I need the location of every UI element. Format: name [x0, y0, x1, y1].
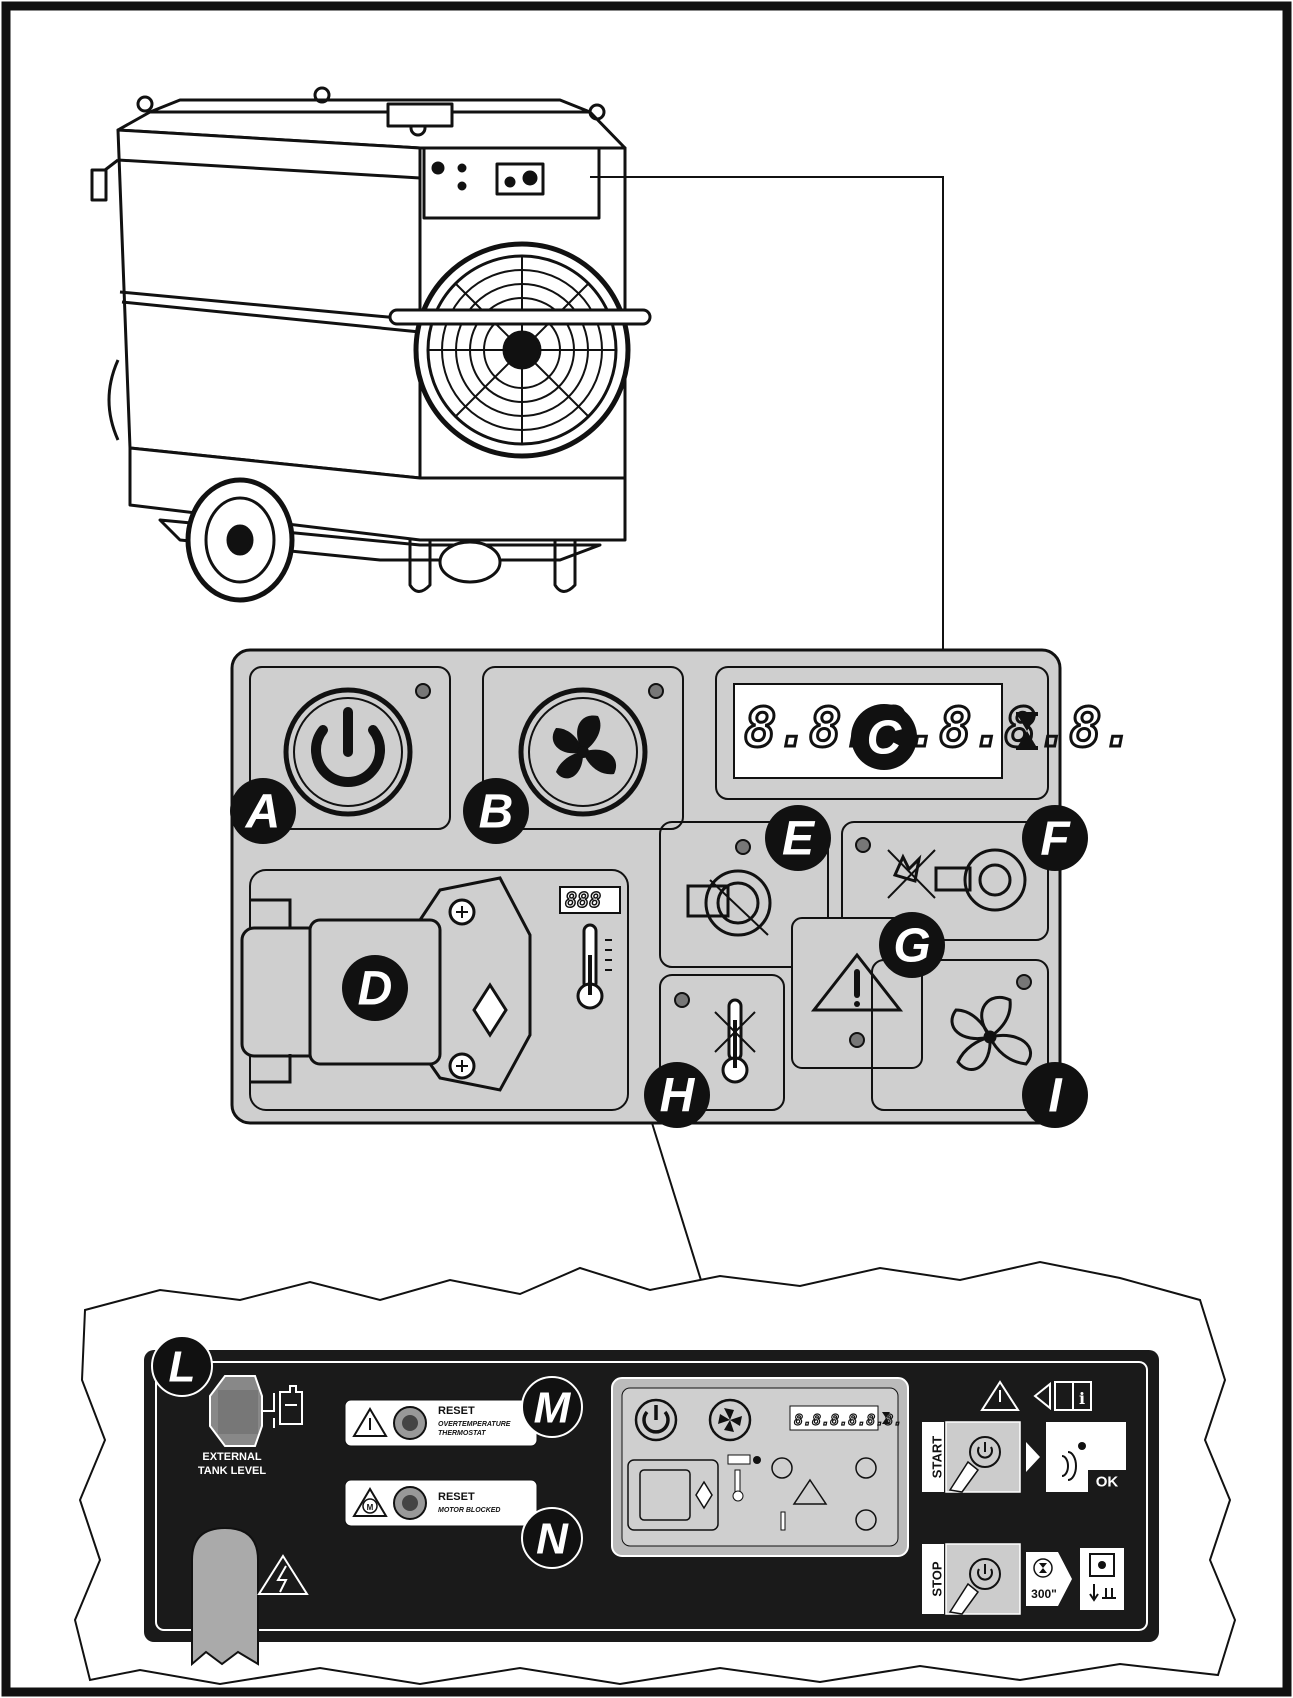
svg-text:i: i [1079, 1389, 1085, 1408]
svg-text:E: E [782, 813, 816, 866]
fan-fault-led [1016, 974, 1032, 990]
svg-text:STOP: STOP [930, 1561, 945, 1596]
power-button[interactable] [283, 687, 413, 817]
alarm-led [849, 1032, 865, 1048]
svg-text:M: M [534, 1384, 572, 1433]
callout-i: I [1022, 1062, 1088, 1128]
fan-icon [552, 715, 617, 779]
flame-fault-icon [887, 848, 1027, 912]
overheat-led [674, 992, 690, 1008]
fan-led [648, 683, 664, 699]
fan-fault-icon [950, 995, 1033, 1072]
callout-m: M [521, 1376, 583, 1438]
overheat-thermometer-icon [714, 998, 756, 1084]
mini-control-panel: 8.8.8.8.8.8. [611, 1377, 909, 1557]
tank-level-line1: EXTERNAL [202, 1451, 262, 1463]
power-led [415, 683, 431, 699]
svg-text:THERMOSTAT: THERMOSTAT [438, 1430, 486, 1437]
callout-n: N [521, 1507, 583, 1569]
svg-text:RESET: RESET [438, 1491, 475, 1503]
rear-panel-area: EXTERNAL TANK LEVEL RESET OVERTEMPERATUR… [73, 1260, 1237, 1686]
thermo-digits: 888 [565, 888, 601, 912]
svg-text:H: H [660, 1070, 696, 1123]
reset-motor-button[interactable] [393, 1486, 427, 1520]
burner-blower-icon [686, 869, 772, 937]
mini-display-digits: 8.8.8.8.8.8. [794, 1411, 902, 1429]
flame-fault-led [855, 837, 871, 853]
tank-level-line2: TANK LEVEL [198, 1465, 267, 1477]
svg-text:N: N [536, 1515, 569, 1564]
hourglass-icon [1016, 712, 1038, 750]
thermometer-icon [576, 923, 612, 1010]
burner-fault-led [735, 839, 751, 855]
reset-motor-plate: M RESET MOTOR BLOCKED [344, 1479, 538, 1527]
callout-l: L [151, 1335, 213, 1397]
svg-text:L: L [169, 1343, 196, 1392]
timer-label: 300" [1031, 1587, 1057, 1601]
svg-text:RESET: RESET [438, 1405, 475, 1417]
callout-h: H [644, 1062, 710, 1128]
callout-b: B [463, 778, 529, 844]
ok-label: OK [1096, 1474, 1119, 1491]
callout-e: E [765, 805, 831, 871]
fan-fault-cell [871, 959, 1049, 1111]
tank-level-connector[interactable] [209, 1375, 263, 1447]
svg-text:A: A [245, 786, 281, 839]
reset-overtemp-button[interactable] [393, 1406, 427, 1440]
warning-thermo-icon [352, 1407, 388, 1437]
heater-illustration [90, 86, 652, 603]
control-panel: 8.8.8.8.8.8. 888 [230, 648, 1136, 1125]
svg-text:B: B [479, 786, 514, 839]
svg-text:I: I [1048, 1070, 1063, 1123]
warning-motor-icon [352, 1487, 388, 1517]
callout-f: F [1022, 805, 1088, 871]
display-cell [715, 666, 1049, 800]
stop-instruction: STOP 300" [922, 1543, 1124, 1615]
warning-icon [810, 952, 904, 1012]
flame-fault-cell [841, 821, 1049, 941]
callout-d: D [342, 955, 408, 1021]
overheat-cell [659, 974, 785, 1111]
reset-overtemp-plate: RESET OVERTEMPERATURE THERMOSTAT [344, 1399, 538, 1447]
callout-g: G [879, 912, 945, 978]
svg-text:START: START [930, 1436, 945, 1478]
power-cell [249, 666, 451, 830]
thermo-mini-display [559, 886, 621, 914]
tank-level-icon [262, 1385, 303, 1428]
power-icon [311, 725, 385, 787]
svg-text:C: C [867, 712, 903, 765]
fan-button[interactable] [518, 687, 648, 817]
burner-fault-cell [659, 821, 829, 968]
fan-cell [482, 666, 684, 830]
svg-text:G: G [893, 920, 930, 973]
display-digits: 8.8.8.8.8.8. [744, 696, 1134, 759]
callout-a: A [230, 778, 296, 844]
callout-c: C [851, 704, 917, 770]
electric-hazard-icon [257, 1554, 309, 1595]
leader-line-top [590, 176, 944, 650]
svg-text:F: F [1040, 813, 1071, 866]
leader-dot [753, 1456, 761, 1464]
svg-text:MOTOR BLOCKED: MOTOR BLOCKED [438, 1507, 500, 1514]
power-cable [191, 1526, 259, 1667]
svg-text:D: D [358, 963, 393, 1016]
svg-text:M: M [367, 1503, 374, 1512]
start-instruction: START OK [922, 1421, 1126, 1493]
warning-info-icons: i [980, 1380, 1092, 1411]
svg-text:OVERTEMPERATURE: OVERTEMPERATURE [438, 1421, 511, 1428]
